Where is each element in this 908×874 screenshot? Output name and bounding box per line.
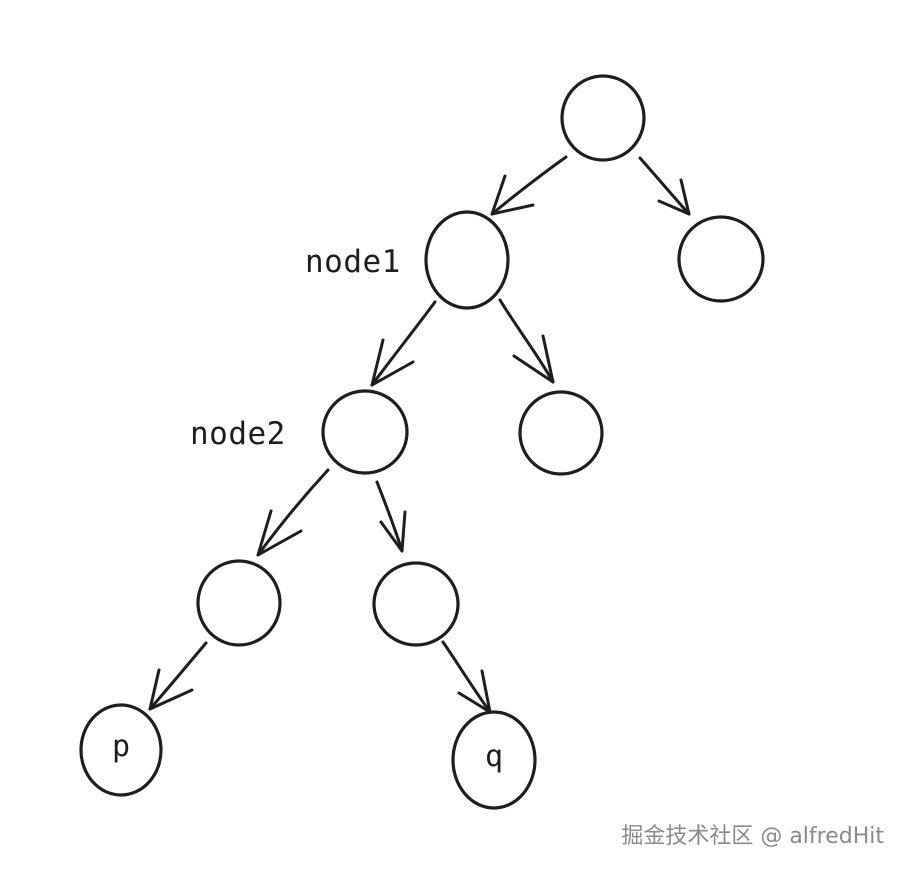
node-root — [560, 74, 646, 162]
inner-label-p: p — [112, 729, 130, 764]
label-node1: node1 — [305, 244, 401, 280]
node-node2-left — [196, 559, 282, 647]
edge-node2-right — [375, 480, 407, 553]
node-node1 — [424, 210, 510, 310]
edge-node2-left — [256, 468, 330, 557]
edges — [148, 155, 691, 714]
node-node1-right — [518, 390, 604, 476]
inner-label-q: q — [485, 739, 503, 774]
watermark-text: 掘金技术社区 @ alfredHit — [621, 824, 884, 849]
node-node2 — [321, 389, 409, 475]
labels: node1 node2 p q — [112, 244, 503, 774]
edge-right-q — [441, 640, 492, 714]
edge-root-node1 — [490, 155, 568, 216]
edge-node1-right — [498, 298, 555, 384]
node-q — [451, 710, 537, 810]
node-root-right — [677, 215, 765, 303]
nodes — [79, 74, 765, 810]
label-node2: node2 — [190, 416, 286, 452]
edge-left-p — [148, 641, 208, 711]
node-node2-right — [372, 561, 460, 647]
node-p — [79, 703, 163, 797]
edge-root-right — [638, 156, 691, 216]
edge-node1-node2 — [370, 300, 437, 387]
